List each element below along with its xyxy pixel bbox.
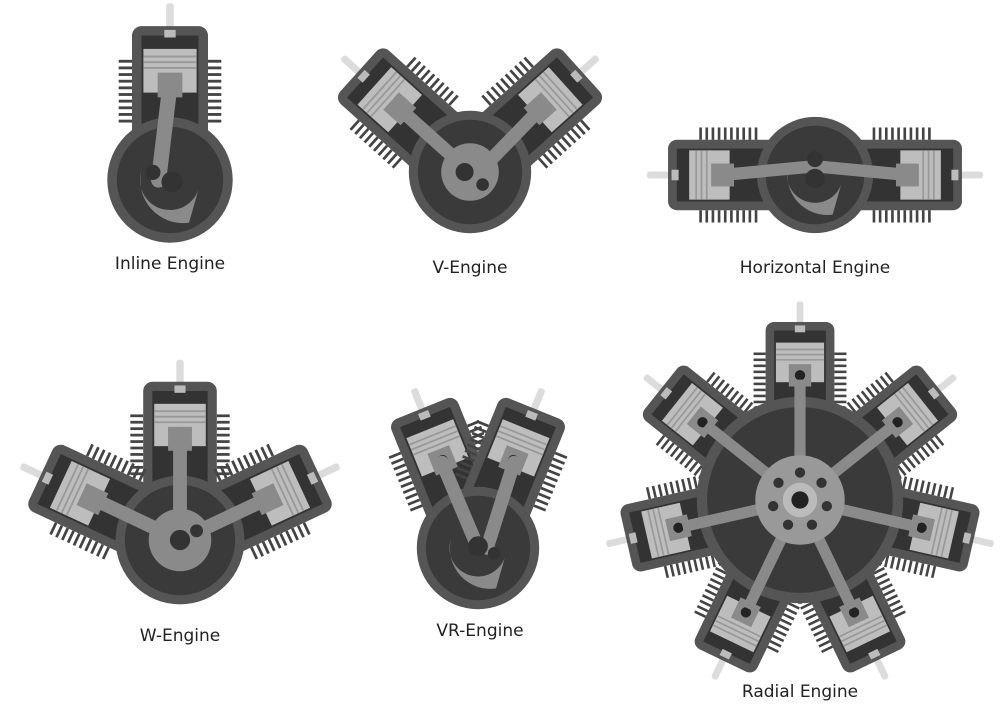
rod-pin bbox=[773, 477, 784, 488]
radial-engine bbox=[594, 300, 1002, 701]
rod-pin bbox=[768, 500, 779, 512]
inline-engine-label: Inline Engine bbox=[114, 254, 226, 274]
rod-pin bbox=[806, 519, 818, 530]
rod-pin bbox=[816, 477, 827, 488]
rod-pin bbox=[794, 467, 806, 478]
vr-engine-label: VR-Engine bbox=[436, 621, 524, 641]
w-engine-label: W-Engine bbox=[139, 626, 221, 646]
rod-pin bbox=[821, 500, 832, 512]
v-engine-label: V-Engine bbox=[432, 258, 508, 278]
w-engine bbox=[0, 358, 362, 605]
vr-engine bbox=[367, 369, 589, 610]
rod-pin bbox=[782, 519, 794, 530]
horizontal-engine bbox=[645, 116, 985, 234]
radial-engine-label: Radial Engine bbox=[741, 682, 859, 702]
v-engine bbox=[308, 19, 632, 234]
inline-engine bbox=[107, 1, 233, 243]
horizontal-engine-label: Horizontal Engine bbox=[739, 258, 891, 278]
